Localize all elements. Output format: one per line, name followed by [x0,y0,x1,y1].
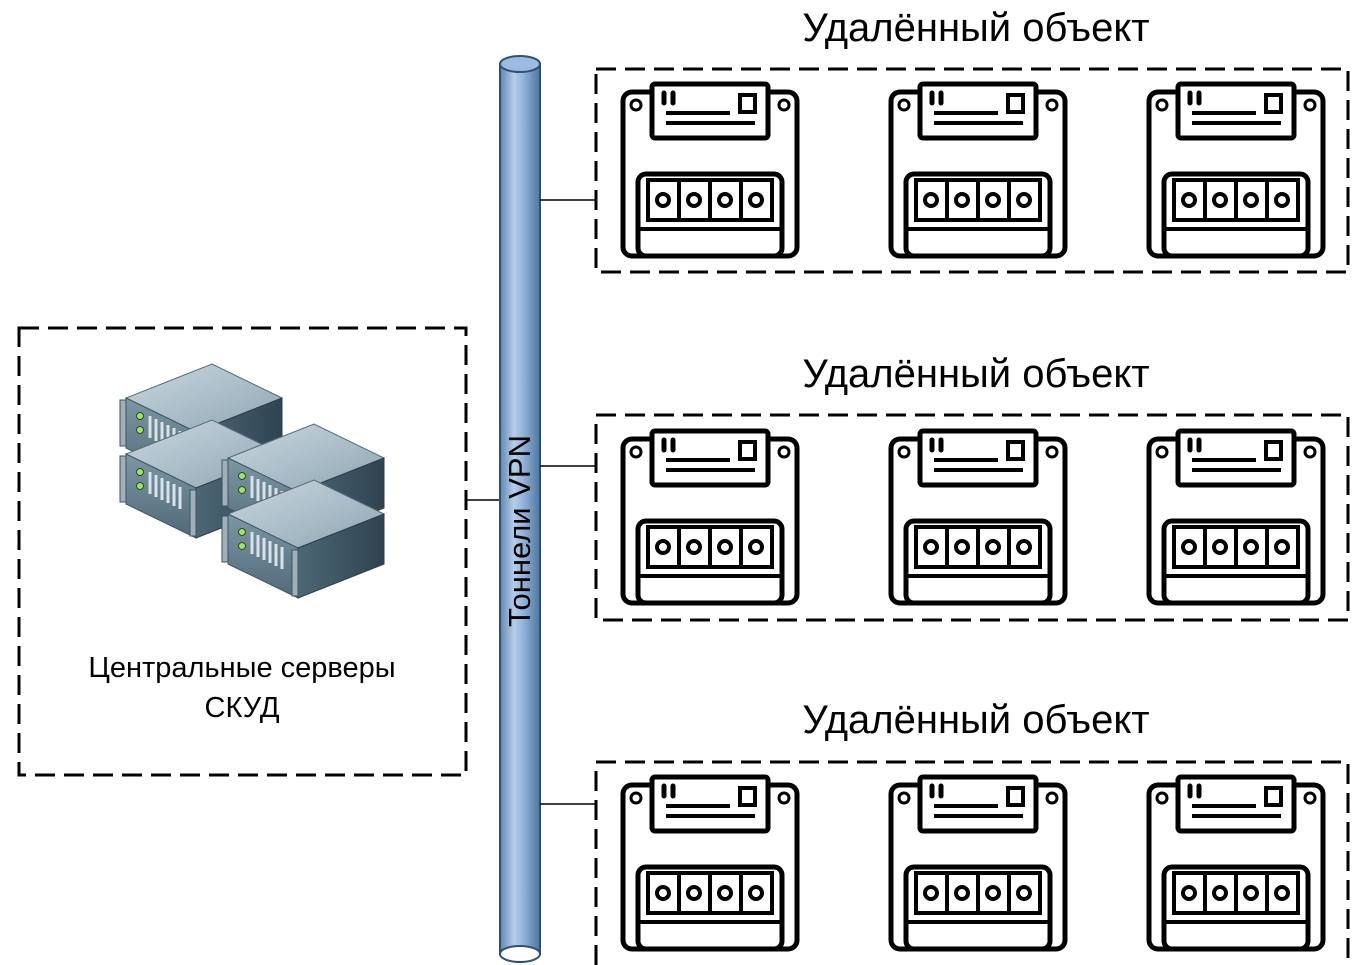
meter-icon [1149,777,1323,949]
vpn-tunnel-pipe [499,55,541,963]
meter-icon [623,777,797,949]
meter-icon [1149,431,1323,603]
site-label-3: Удалённый объект [802,698,1150,742]
site-label-2: Удалённый объект [802,352,1150,396]
server-rack-icon [118,362,386,600]
central-servers-label-line1: Центральные серверы [88,652,396,684]
vpn-tunnel-label: Тоннели VPN [502,435,537,627]
remote-site-box-2 [594,413,1350,622]
site-label-1: Удалённый объект [802,6,1150,50]
remote-site-box-3 [594,760,1350,965]
remote-site-box-1 [594,67,1350,274]
meter-icon [1149,84,1323,256]
central-servers-label: Центральные серверы СКУД [22,648,462,728]
meter-icon [623,431,797,603]
meter-icon [891,777,1065,949]
central-servers-box [17,326,468,777]
meter-icon [891,84,1065,256]
central-servers-label-line2: СКУД [204,692,280,724]
meter-icon [623,84,797,256]
meter-icon [891,431,1065,603]
